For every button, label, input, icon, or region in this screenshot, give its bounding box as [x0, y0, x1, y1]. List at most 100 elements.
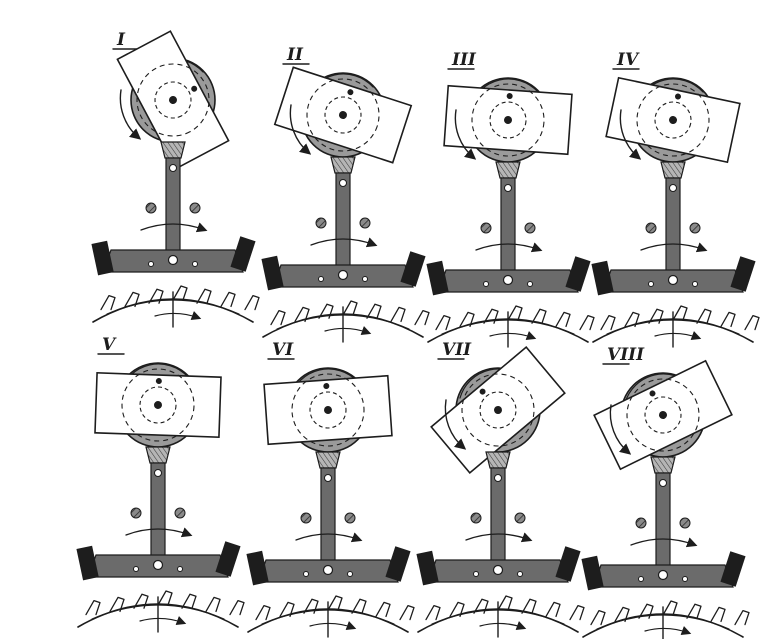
entry-pallet	[261, 255, 284, 291]
escape-wheel-tooth	[148, 288, 164, 304]
escape-wheel-tooth	[157, 590, 173, 606]
escape-wheel-arrow	[479, 621, 527, 631]
panel-label: VI	[272, 340, 294, 360]
lever-pivot-top	[339, 179, 347, 187]
lever-motion-arrow	[295, 532, 363, 543]
escapement-panel: VIII	[581, 345, 750, 639]
roller-card	[263, 373, 393, 447]
lever-stem	[655, 472, 671, 569]
lever-fork	[315, 451, 341, 469]
escapement-panel: II	[261, 45, 430, 343]
entry-pallet	[591, 260, 614, 296]
lever-stem	[165, 157, 181, 254]
balance-staff	[494, 406, 502, 414]
lever-hole-right	[192, 261, 198, 267]
dashed-circle-outer	[471, 83, 545, 157]
banking-pin-right	[189, 202, 201, 214]
lever-motion-arrow	[140, 222, 208, 233]
escape-wheel-arrow	[309, 621, 357, 631]
escapement-panel: VI	[246, 340, 415, 638]
dashed-circle-outer	[136, 63, 210, 137]
banking-pin-left	[130, 507, 142, 519]
escape-wheel-tooth	[686, 603, 702, 619]
panel-label: V	[102, 335, 117, 355]
rotation-arrow	[454, 109, 477, 160]
escape-wheel-tooth	[425, 604, 441, 621]
escape-wheel-tooth	[294, 306, 310, 323]
lever-stem	[665, 177, 681, 274]
lever-stem	[500, 177, 516, 274]
escapement-panel: VII	[416, 340, 585, 638]
banking-pin-right	[679, 517, 691, 529]
lever-hole-left	[473, 571, 479, 577]
escape-wheel-tooth	[521, 598, 537, 614]
escape-wheel-tooth	[710, 606, 726, 623]
lever-pivot-top	[504, 184, 512, 192]
lever-hole-left	[148, 261, 154, 267]
roller-card	[116, 30, 230, 170]
dashed-circle-outer	[121, 368, 195, 442]
escape-wheel-tooth	[600, 314, 616, 331]
escape-wheel-tooth	[255, 604, 271, 621]
escape-wheel-tooth	[614, 606, 630, 623]
impulse-pin	[479, 388, 486, 395]
exit-pallet	[730, 256, 756, 292]
escape-wheel-tooth	[555, 311, 571, 328]
rotation-arrow	[289, 104, 312, 155]
banking-pin-right	[524, 222, 536, 234]
escape-wheel-tooth	[734, 609, 750, 626]
escape-wheel-tooth	[414, 309, 430, 326]
balance-staff	[154, 401, 162, 409]
lever-fork	[660, 161, 686, 179]
lever-motion-arrow	[640, 242, 708, 253]
lever-hole-left	[133, 566, 139, 572]
escape-wheel-tooth	[303, 598, 319, 614]
dashed-circle-outer	[461, 373, 535, 447]
banking-pin-right	[514, 512, 526, 524]
lever-hole-left	[318, 276, 324, 282]
lever-hole-left	[303, 571, 309, 577]
lever-pivot	[167, 254, 179, 266]
escape-wheel-arrow	[154, 311, 202, 321]
entry-pallet	[581, 555, 604, 591]
banking-pin-left	[300, 512, 312, 524]
dashed-circle-inner	[309, 391, 347, 429]
dashed-circle-inner	[139, 386, 177, 424]
escape-wheel-tooth	[459, 311, 475, 328]
escape-wheel-arrow	[654, 331, 702, 341]
lever-pivot	[667, 274, 679, 286]
escape-wheel-tooth	[279, 601, 295, 618]
dashed-circle-inner	[324, 96, 362, 134]
lever-hole-right	[692, 281, 698, 287]
balance-staff	[324, 406, 332, 414]
lever-pivot	[337, 269, 349, 281]
lever-pivot-top	[659, 479, 667, 487]
lever-hole-right	[517, 571, 523, 577]
exit-pallet	[720, 551, 746, 587]
dashed-circle-inner	[479, 391, 517, 429]
escape-wheel-tooth	[569, 604, 585, 621]
escape-wheel-tooth	[100, 294, 116, 311]
escape-wheel-tooth	[124, 291, 140, 308]
lever-hole-right	[177, 566, 183, 572]
escape-wheel-tooth	[483, 308, 499, 324]
lever-pivot	[322, 564, 334, 576]
banking-pin-right	[359, 217, 371, 229]
escape-wheel-tooth	[181, 593, 197, 609]
lever-hole-left	[648, 281, 654, 287]
escape-wheel-tooth	[624, 311, 640, 328]
escape-wheel-tooth	[638, 603, 654, 619]
escape-wheel-arrow	[324, 326, 372, 336]
lever-pivot	[502, 274, 514, 286]
rotation-arrow	[444, 399, 467, 450]
banking-pin-left	[645, 222, 657, 234]
entry-pallet	[426, 260, 449, 296]
impulse-pin	[191, 85, 198, 92]
entry-pallet	[246, 550, 269, 586]
lever-motion-arrow	[125, 527, 193, 538]
escape-wheel-tooth	[435, 314, 451, 331]
dashed-circle-outer	[291, 373, 365, 447]
lever-fork	[485, 451, 511, 469]
balance-staff	[659, 411, 667, 419]
escape-wheel-tooth	[744, 314, 760, 331]
